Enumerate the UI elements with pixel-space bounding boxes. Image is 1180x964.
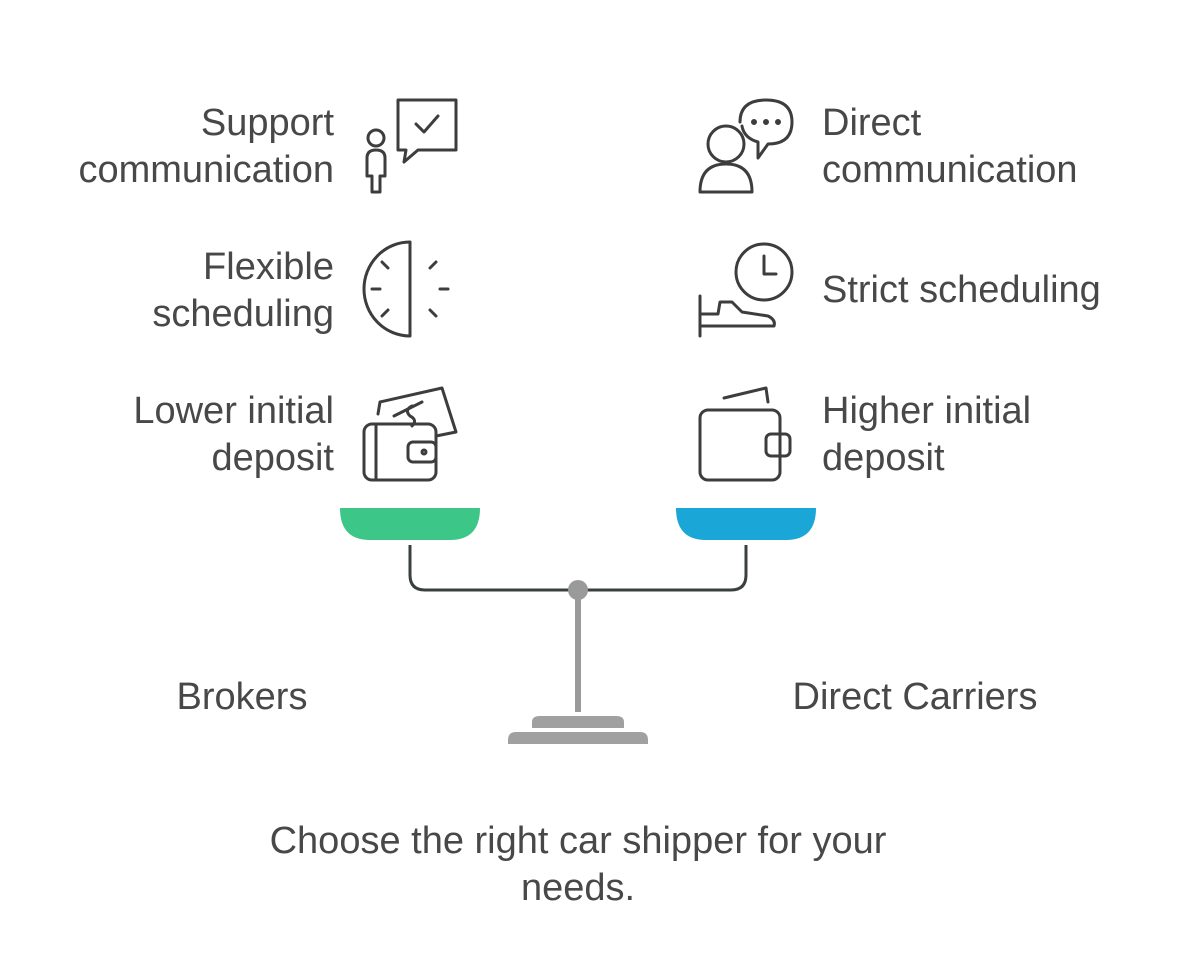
left-pan (340, 508, 480, 540)
stand-base-top (532, 716, 624, 728)
left-item-flexible-scheduling: Flexible scheduling (152, 246, 334, 335)
right-item-direct-communication: Direct communication (822, 102, 1078, 191)
right-title-direct-carriers: Direct Carriers (792, 676, 1038, 718)
pivot (568, 580, 588, 600)
person-chat-icon (698, 98, 794, 194)
person-speech-check-icon (365, 98, 458, 194)
right-item-higher-deposit: Higher initial deposit (822, 390, 1032, 479)
wallet-icon (698, 386, 792, 482)
wallet-cash-icon (362, 386, 458, 482)
caption: Choose the right car shipper for your ne… (269, 820, 887, 909)
half-clock-icon (362, 240, 450, 338)
left-item-support-communication: Support communication (78, 102, 334, 191)
stand-base (508, 732, 648, 744)
clock-hand-icon (698, 242, 794, 338)
left-title-brokers: Brokers (176, 676, 308, 718)
right-pan (676, 508, 816, 540)
left-item-lower-deposit: Lower initial deposit (133, 390, 334, 479)
right-item-strict-scheduling: Strict scheduling (822, 269, 1101, 311)
